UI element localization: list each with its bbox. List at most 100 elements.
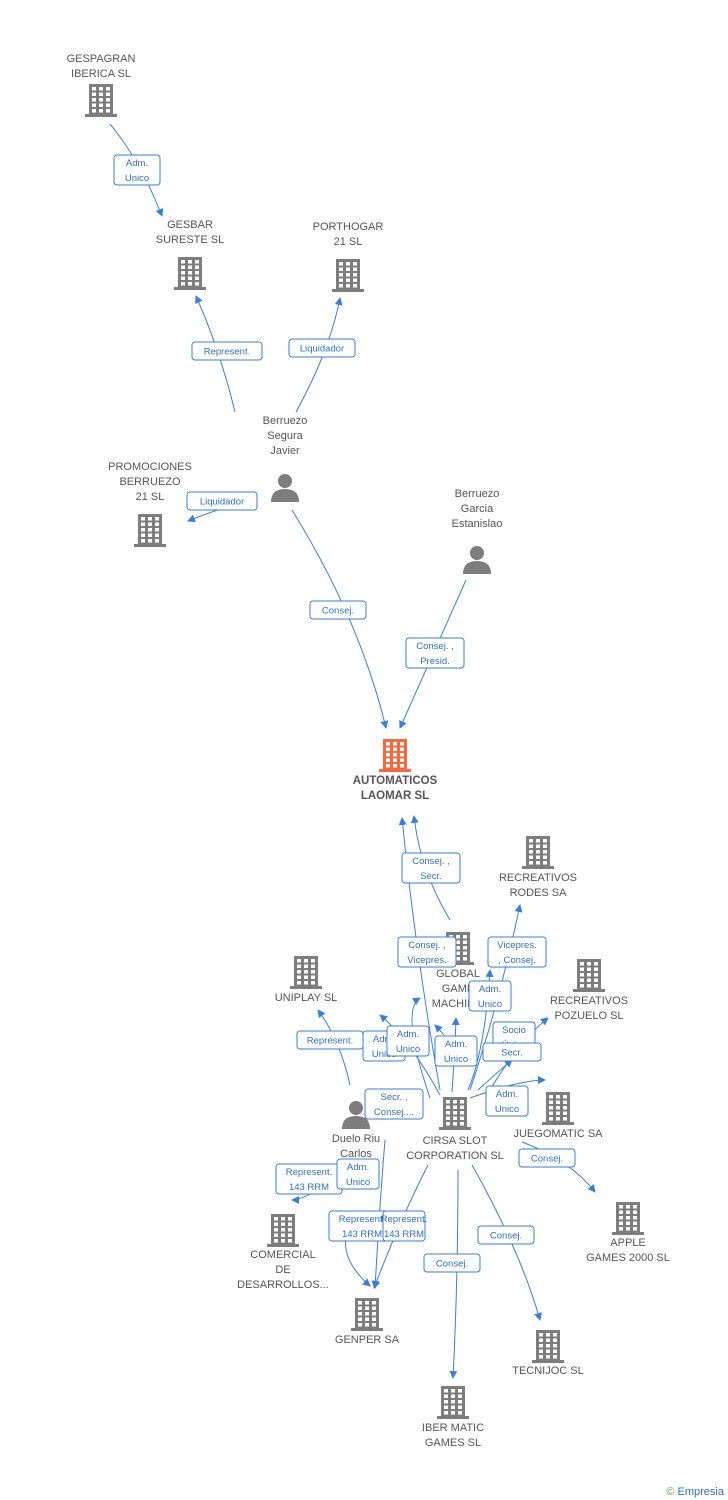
edge-label[interactable]: Liquidador xyxy=(186,491,258,511)
edge-label-box xyxy=(482,1042,542,1062)
person-icon xyxy=(463,546,491,574)
edge-label[interactable]: Vicepres., Consej. xyxy=(487,936,547,968)
footer-brand[interactable]: © Empresia xyxy=(666,1486,724,1498)
edge-label-box xyxy=(113,154,161,186)
edge-label-text: Unico xyxy=(396,1044,420,1055)
node-label: IBER MATIC xyxy=(422,1422,484,1434)
building-icon xyxy=(437,1386,469,1419)
node-comercial[interactable]: COMERCIALDEDESARROLLOS... xyxy=(237,1214,329,1291)
edge-label[interactable]: Adm.Unico xyxy=(468,980,512,1012)
edge-label-text: Unico xyxy=(444,1054,468,1065)
edge-label[interactable]: Adm.Unico xyxy=(386,1025,430,1057)
node-label: GESBAR xyxy=(167,219,213,231)
edge-label-box xyxy=(401,852,461,884)
node-label: Carlos xyxy=(340,1148,372,1160)
node-label: CIRSA SLOT xyxy=(423,1135,488,1147)
edge-label-box xyxy=(397,936,457,968)
edge-label[interactable]: Represent. xyxy=(191,341,263,361)
edge-label[interactable]: Adm. Unico xyxy=(336,1158,380,1190)
edge-label[interactable]: Secr. xyxy=(482,1042,542,1062)
edge-label-box xyxy=(382,1210,426,1242)
edge-label[interactable]: Consej. ,Vicepres. xyxy=(397,936,457,968)
edge-label-text: Consej. , xyxy=(412,856,450,867)
building-icon xyxy=(351,1298,383,1331)
node-label: GAMES 2000 SL xyxy=(586,1252,670,1264)
edge-label-box xyxy=(487,936,547,968)
edge-label[interactable]: Adm. Unico xyxy=(434,1035,478,1067)
edge-label-text: Consej. xyxy=(490,1231,522,1242)
node-juegomatic[interactable]: JUEGOMATIC SA xyxy=(513,1092,603,1140)
relationship-edge xyxy=(449,1169,459,1379)
person-icon xyxy=(271,474,299,502)
edge-label[interactable]: Consej. xyxy=(477,1225,535,1245)
node-label: Estanislao xyxy=(452,518,503,530)
node-label: IBERICA SL xyxy=(71,68,131,80)
node-label: Segura xyxy=(267,430,303,442)
node-label: 21 SL xyxy=(136,491,165,503)
copyright-symbol: © xyxy=(666,1486,675,1498)
brand-name: Empresia xyxy=(677,1486,724,1498)
edge-label-text: Adm. xyxy=(445,1039,467,1050)
edge-label-text: Represent. xyxy=(307,1036,353,1047)
edge-label-text: Adm. xyxy=(373,1034,395,1045)
edge-label[interactable]: Consej. ,Presid. xyxy=(405,637,465,669)
edge-label-text: Unico xyxy=(478,999,502,1010)
relationship-edge xyxy=(434,1024,445,1036)
building-icon xyxy=(290,956,322,989)
node-label: Garcia xyxy=(461,503,494,515)
edge-label[interactable]: Represent.143 RRM xyxy=(381,1210,427,1242)
edge-label-box xyxy=(405,637,465,669)
relationship-edge xyxy=(471,1164,542,1321)
node-label: AUTOMATICOS xyxy=(353,775,438,787)
edge-label[interactable]: Represent.143 RRM xyxy=(328,1210,396,1242)
edges-layer xyxy=(109,123,596,1379)
node-genper[interactable]: GENPER SA xyxy=(335,1298,400,1346)
edge-label[interactable]: Consej. ,Secr. xyxy=(401,852,461,884)
edge-label-text: Consej. xyxy=(531,1154,563,1165)
node-label: DESARROLLOS... xyxy=(237,1279,329,1291)
edge-label-text: Liquidador xyxy=(300,344,344,355)
edge-label[interactable]: Adm.Unico xyxy=(485,1085,529,1117)
edge-label[interactable]: Consej. xyxy=(518,1148,576,1168)
building-icon xyxy=(542,1092,574,1125)
edge-label[interactable]: Represent. xyxy=(296,1030,364,1050)
edge-label[interactable]: Secr. ,Consej.... xyxy=(364,1088,424,1120)
edge-label-box xyxy=(309,600,367,620)
node-label: CORPORATION SL xyxy=(406,1150,504,1162)
edge-label-box xyxy=(186,491,258,511)
node-label: Berruezo xyxy=(455,488,500,500)
edge-label-text: Adm. xyxy=(347,1162,369,1173)
building-icon xyxy=(532,1330,564,1363)
edge-label[interactable]: Adm.Unico xyxy=(113,154,161,186)
edge-label-text: , Consej. xyxy=(498,955,536,966)
node-uniplay[interactable]: UNIPLAY SL xyxy=(275,956,338,1004)
edge-label[interactable]: Liquidador xyxy=(288,338,356,358)
edge-label-text: Secr. , xyxy=(381,1092,408,1103)
edge-label-text: Consej. , xyxy=(408,940,446,951)
node-label: RODES SA xyxy=(510,887,568,899)
edge-label-box xyxy=(191,341,263,361)
edge-label-text: Unico xyxy=(495,1104,519,1115)
node-tecnijoc[interactable]: TECNIJOC SL xyxy=(512,1330,584,1377)
edge-label-text: Presid. xyxy=(420,656,450,667)
edge-label[interactable]: Consej. xyxy=(309,600,367,620)
edge-label[interactable]: Consej. xyxy=(423,1253,481,1273)
node-cirsa[interactable]: CIRSA SLOT CORPORATION SL xyxy=(406,1097,504,1162)
edge-label-text: Unico xyxy=(125,173,149,184)
edge-label-text: Unico xyxy=(346,1177,370,1188)
edge-label[interactable]: Represent.143 RRM xyxy=(275,1163,343,1195)
